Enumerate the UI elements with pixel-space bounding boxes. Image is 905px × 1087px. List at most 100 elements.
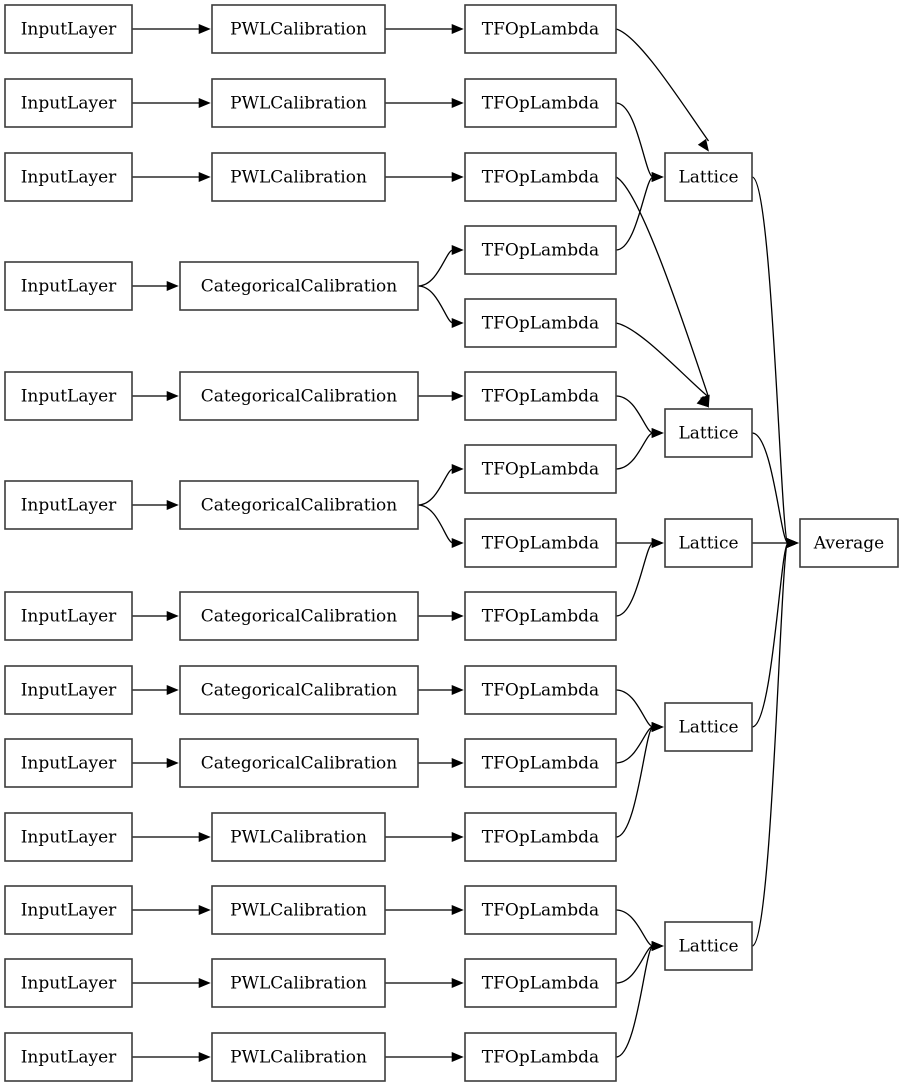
node-box[interactable] (664, 152, 753, 202)
node-box[interactable] (179, 738, 419, 788)
node-in11[interactable]: InputLayer (4, 885, 133, 935)
node-cal5[interactable]: CategoricalCalibration (179, 371, 419, 421)
node-lam4[interactable]: TFOpLambda (464, 225, 617, 275)
node-lam11[interactable]: TFOpLambda (464, 738, 617, 788)
node-in4[interactable]: InputLayer (4, 261, 133, 311)
node-avg[interactable]: Average (799, 518, 899, 568)
node-in3[interactable]: InputLayer (4, 152, 133, 202)
node-cal1[interactable]: PWLCalibration (211, 4, 386, 54)
node-cal4[interactable]: CategoricalCalibration (179, 261, 419, 311)
node-box[interactable] (464, 78, 617, 128)
edge-arrowhead (651, 721, 664, 733)
node-lam14[interactable]: TFOpLambda (464, 958, 617, 1008)
node-box[interactable] (464, 298, 617, 348)
node-box[interactable] (664, 702, 753, 752)
node-box[interactable] (464, 225, 617, 275)
node-in2[interactable]: InputLayer (4, 78, 133, 128)
node-box[interactable] (179, 261, 419, 311)
node-box[interactable] (211, 1032, 386, 1082)
node-lam7[interactable]: TFOpLambda (464, 444, 617, 494)
node-box[interactable] (4, 885, 133, 935)
node-box[interactable] (211, 78, 386, 128)
node-box[interactable] (464, 444, 617, 494)
node-box[interactable] (211, 885, 386, 935)
node-lat3[interactable]: Lattice (664, 518, 753, 568)
node-box[interactable] (179, 371, 419, 421)
node-lam6[interactable]: TFOpLambda (464, 371, 617, 421)
node-box[interactable] (799, 518, 899, 568)
node-box[interactable] (4, 152, 133, 202)
edge-line (417, 249, 454, 287)
node-in1[interactable]: InputLayer (4, 4, 133, 54)
node-box[interactable] (464, 152, 617, 202)
node-box[interactable] (4, 665, 133, 715)
node-box[interactable] (179, 591, 419, 641)
edge-arrowhead (451, 977, 464, 989)
node-cal7[interactable]: CategoricalCalibration (179, 591, 419, 641)
node-lam3[interactable]: TFOpLambda (464, 152, 617, 202)
node-box[interactable] (4, 480, 133, 530)
node-box[interactable] (464, 812, 617, 862)
node-box[interactable] (464, 591, 617, 641)
node-box[interactable] (4, 958, 133, 1008)
node-lam2[interactable]: TFOpLambda (464, 78, 617, 128)
node-box[interactable] (179, 480, 419, 530)
node-box[interactable] (4, 4, 133, 54)
node-lam12[interactable]: TFOpLambda (464, 812, 617, 862)
node-box[interactable] (464, 885, 617, 935)
node-box[interactable] (464, 1032, 617, 1082)
node-cal12[interactable]: PWLCalibration (211, 958, 386, 1008)
node-box[interactable] (4, 591, 133, 641)
node-cal11[interactable]: PWLCalibration (211, 885, 386, 935)
node-cal13[interactable]: PWLCalibration (211, 1032, 386, 1082)
node-lam1[interactable]: TFOpLambda (464, 4, 617, 54)
node-box[interactable] (4, 812, 133, 862)
node-box[interactable] (4, 738, 133, 788)
node-cal8[interactable]: CategoricalCalibration (179, 665, 419, 715)
node-in6[interactable]: InputLayer (4, 480, 133, 530)
node-box[interactable] (664, 408, 753, 458)
node-lat4[interactable]: Lattice (664, 702, 753, 752)
node-box[interactable] (4, 78, 133, 128)
node-box[interactable] (4, 1032, 133, 1082)
node-box[interactable] (211, 812, 386, 862)
node-box[interactable] (4, 261, 133, 311)
node-in13[interactable]: InputLayer (4, 1032, 133, 1082)
node-lam15[interactable]: TFOpLambda (464, 1032, 617, 1082)
node-box[interactable] (179, 665, 419, 715)
node-box[interactable] (664, 518, 753, 568)
node-lam5[interactable]: TFOpLambda (464, 298, 617, 348)
node-box[interactable] (464, 958, 617, 1008)
node-lat5[interactable]: Lattice (664, 921, 753, 971)
node-in12[interactable]: InputLayer (4, 958, 133, 1008)
node-lam10[interactable]: TFOpLambda (464, 665, 617, 715)
node-box[interactable] (211, 152, 386, 202)
node-box[interactable] (464, 371, 617, 421)
edge-in7-to-cal7 (132, 610, 179, 622)
node-cal3[interactable]: PWLCalibration (211, 152, 386, 202)
node-cal10[interactable]: PWLCalibration (211, 812, 386, 862)
node-box[interactable] (211, 958, 386, 1008)
node-box[interactable] (4, 371, 133, 421)
node-cal2[interactable]: PWLCalibration (211, 78, 386, 128)
node-in7[interactable]: InputLayer (4, 591, 133, 641)
node-in9[interactable]: InputLayer (4, 738, 133, 788)
node-lam8[interactable]: TFOpLambda (464, 518, 617, 568)
node-in10[interactable]: InputLayer (4, 812, 133, 862)
node-lam9[interactable]: TFOpLambda (464, 591, 617, 641)
node-cal6[interactable]: CategoricalCalibration (179, 480, 419, 530)
node-lat1[interactable]: Lattice (664, 152, 753, 202)
node-in8[interactable]: InputLayer (4, 665, 133, 715)
node-box[interactable] (464, 4, 617, 54)
node-box[interactable] (464, 738, 617, 788)
node-lat2[interactable]: Lattice (664, 408, 753, 458)
edge-cal5-to-lam6 (418, 390, 464, 402)
node-cal9[interactable]: CategoricalCalibration (179, 738, 419, 788)
node-box[interactable] (664, 921, 753, 971)
node-box[interactable] (464, 518, 617, 568)
edge-line (417, 468, 454, 506)
node-box[interactable] (464, 665, 617, 715)
node-lam13[interactable]: TFOpLambda (464, 885, 617, 935)
node-in5[interactable]: InputLayer (4, 371, 133, 421)
node-box[interactable] (211, 4, 386, 54)
